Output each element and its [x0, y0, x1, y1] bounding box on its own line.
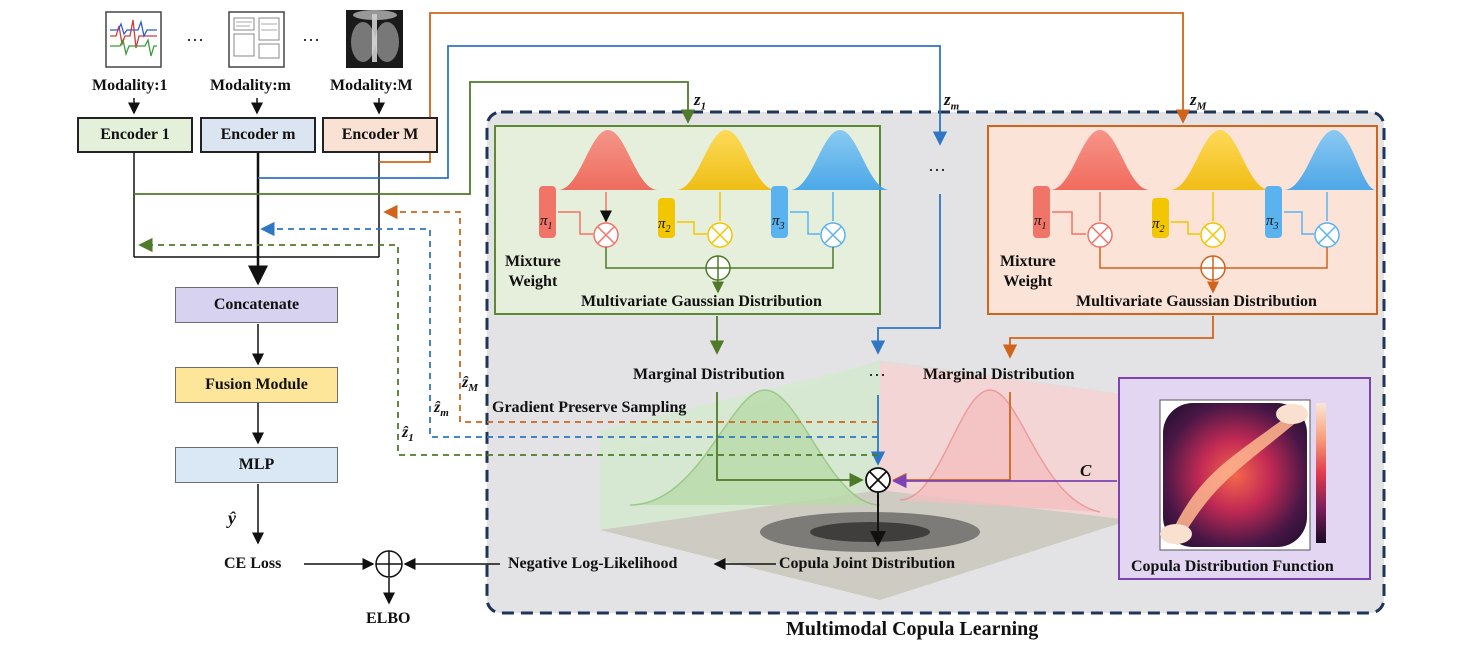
gmm-right-pi1: π1 — [1034, 213, 1047, 232]
multimodal-copula-learning-title: Multimodal Copula Learning — [786, 618, 1039, 640]
y-hat-label: ŷ — [228, 508, 236, 528]
gmm-left-panel — [494, 125, 881, 315]
marginal-distribution-right: Marginal Distribution — [923, 366, 1075, 383]
modality-M-label: Modality:M — [330, 77, 413, 94]
gmm-left-pi2: π2 — [658, 216, 671, 235]
negative-log-likelihood-label: Negative Log-Likelihood — [508, 555, 678, 572]
copula-joint-distribution-label: Copula Joint Distribution — [779, 555, 956, 572]
modality-1-image — [105, 11, 162, 68]
zhat-M-label: ẑM — [462, 374, 479, 395]
copula-3d-plot — [600, 360, 1130, 600]
modality-m-label: Modality:m — [210, 77, 291, 94]
modality-m-image — [228, 11, 285, 68]
zm-label: zm — [944, 90, 960, 113]
copula-c-label: C — [1080, 461, 1092, 480]
gmm-right-title: Multivariate Gaussian Distribution — [1076, 293, 1317, 310]
elbo-label: ELBO — [366, 610, 411, 627]
gmm-right-components — [1033, 130, 1376, 294]
encoder-1-box: Encoder 1 — [77, 117, 193, 153]
elbo-sum-symbol — [375, 550, 403, 578]
gradient-preserve-sampling-label: Gradient Preserve Sampling — [492, 399, 687, 416]
gmm-right-pi2: π2 — [1152, 216, 1165, 235]
marginal-distribution-left: Marginal Distribution — [633, 366, 785, 383]
modality-M-xray-image — [346, 10, 403, 68]
fusion-module-box: Fusion Module — [175, 367, 338, 403]
modality-dots-1: ··· — [186, 30, 204, 50]
gmm-right-pi3: π3 — [1266, 213, 1279, 232]
gmm-left-components — [539, 130, 890, 294]
copula-distribution-function-label: Copula Distribution Function — [1131, 558, 1334, 575]
z1-label: z1 — [694, 90, 707, 113]
gmm-left-pi3: π3 — [772, 213, 785, 232]
gmm-left-title: Multivariate Gaussian Distribution — [581, 293, 822, 310]
modality-1-label: Modality:1 — [92, 77, 168, 94]
ce-loss-label: CE Loss — [224, 555, 282, 572]
copula-middle-dots: ··· — [928, 160, 946, 180]
modality-dots-2: ··· — [302, 30, 320, 50]
encoder-M-box: Encoder M — [322, 117, 438, 153]
mlp-box: MLP — [175, 447, 338, 483]
encoder-m-box: Encoder m — [200, 117, 316, 153]
zhat-m-label: ẑm — [434, 399, 449, 420]
copula-product-symbol — [865, 467, 891, 493]
concatenate-box: Concatenate — [175, 287, 338, 323]
gmm-left-pi1: π1 — [540, 213, 553, 232]
cdf-heatmap — [1159, 399, 1326, 551]
zM-label: zM — [1190, 90, 1207, 113]
zhat-1-label: ẑ1 — [402, 424, 414, 445]
copula-lower-dots: ··· — [868, 365, 886, 385]
